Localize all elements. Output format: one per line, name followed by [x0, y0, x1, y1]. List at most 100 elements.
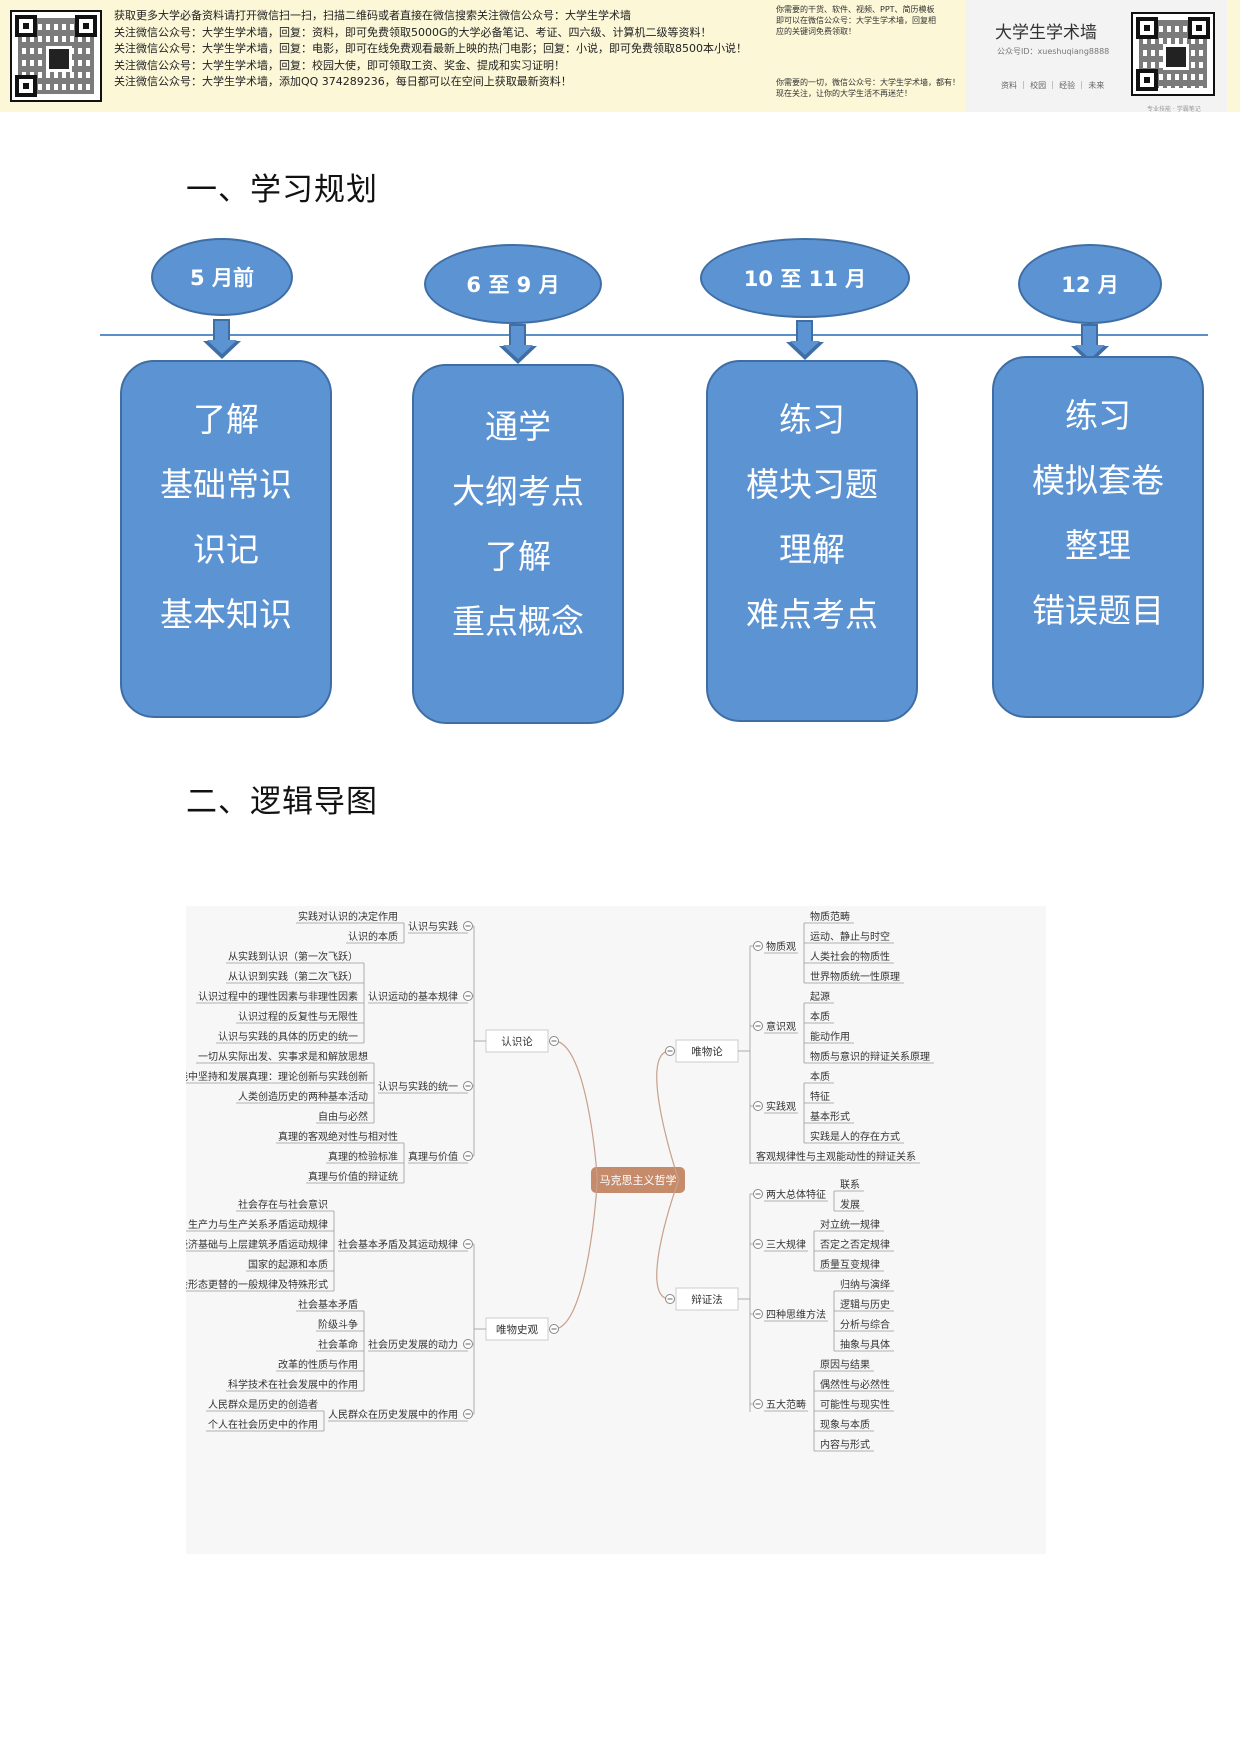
brand-footnote: 专业技能 · 学霸笔记 — [1147, 106, 1201, 113]
leaf-label: 认识与实践的具体的历史的统一 — [218, 1030, 358, 1043]
group-label: 真理与价值 — [408, 1150, 458, 1163]
stage-period: 12 月 — [1018, 244, 1162, 324]
stage-line: 重点概念 — [452, 602, 584, 641]
leaf-label: 认识过程中的理性因素与非理性因素 — [198, 990, 358, 1003]
brand-name: 大学生学术墙 — [995, 23, 1097, 43]
leaf-label: 从认识到实践（第二次飞跃） — [228, 970, 358, 983]
leaf-label: 能动作用 — [810, 1030, 850, 1043]
stage-line: 基础常识 — [160, 465, 292, 504]
banner-side-line: 现在关注，让你的大学生活不再迷茫！ — [776, 89, 912, 98]
group-label: 认识与实践 — [408, 920, 458, 933]
mindmap: 马克思主义哲学认识论认识与实践实践对认识的决定作用认识的本质认识运动的基本规律从… — [186, 906, 1046, 1554]
section-title-plan: 一、学习规划 — [186, 172, 378, 208]
leaf-label: 国家的起源和本质 — [248, 1258, 328, 1271]
stage-line: 难点考点 — [746, 595, 878, 634]
stage-period: 10 至 11 月 — [700, 238, 910, 318]
leaf-label: 从实践到认识（第一次飞跃） — [228, 950, 358, 963]
stage-line: 了解 — [193, 400, 259, 439]
leaf-label: 质量互变规律 — [820, 1258, 880, 1271]
leaf-label: 社会形态更替的一般规律及特殊形式 — [186, 1278, 328, 1291]
stage-line: 练习 — [1065, 396, 1131, 435]
leaf-label: 运动、静止与时空 — [810, 930, 890, 943]
branch-label: 辩证法 — [691, 1293, 723, 1306]
leaf-label: 特征 — [810, 1091, 830, 1103]
branch-connector — [656, 1050, 680, 1181]
leaf-label: 物质与意识的辩证关系原理 — [810, 1050, 930, 1063]
leaf-label: 对立统一规律 — [820, 1218, 880, 1231]
banner-line: 获取更多大学必备资料请打开微信扫一扫，扫描二维码或者直接在微信搜索关注微信公众号… — [114, 9, 631, 22]
leaf-label: 抽象与具体 — [840, 1338, 890, 1351]
stage-block: 通学 大纲考点 了解 重点概念 — [412, 364, 624, 724]
collapse-toggle-icon[interactable] — [463, 1239, 473, 1249]
group-label: 社会基本矛盾及其运动规律 — [338, 1238, 458, 1251]
collapse-toggle-icon[interactable] — [753, 1101, 763, 1111]
leaf-label: 人类创造历史的两种基本活动 — [238, 1090, 368, 1103]
leaf-label: 社会基本矛盾 — [298, 1298, 358, 1311]
banner-line: 关注微信公众号：大学生学术墙，回复：电影，即可在线免费观看最新上映的热门电影；回… — [114, 42, 747, 55]
group-label: 两大总体特征 — [766, 1188, 826, 1201]
stage-line: 识记 — [193, 530, 259, 569]
banner-line: 关注微信公众号：大学生学术墙，回复：校园大使，即可领取工资、奖金、提成和实习证明… — [114, 58, 565, 72]
stage-line: 整理 — [1065, 526, 1131, 565]
stage-block: 练习 模块习题 理解 难点考点 — [706, 360, 918, 722]
banner-line: 关注微信公众号：大学生学术墙，添加QQ 374289236，每日都可以在空间上获… — [114, 75, 572, 88]
leaf-label: 本质 — [810, 1070, 830, 1083]
brand-account-id: 公众号ID：xueshuqiang8888 — [997, 47, 1110, 56]
collapse-toggle-icon[interactable] — [753, 1239, 763, 1249]
collapse-toggle-icon[interactable] — [463, 921, 473, 931]
collapse-toggle-icon[interactable] — [463, 991, 473, 1001]
leaf-label: 真理的检验标准 — [328, 1150, 398, 1163]
leaf-label: 认识的本质 — [348, 930, 398, 943]
stage-line: 理解 — [779, 530, 845, 569]
collapse-toggle-icon[interactable] — [665, 1046, 675, 1056]
collapse-toggle-icon[interactable] — [549, 1036, 559, 1046]
leaf-label: 人类社会的物质性 — [810, 950, 890, 963]
group-label: 物质观 — [766, 940, 796, 953]
group-label: 实践观 — [766, 1100, 796, 1113]
timeline-line — [100, 334, 1208, 336]
top-banner: 获取更多大学必备资料请打开微信扫一扫，扫描二维码或者直接在微信搜索关注微信公众号… — [0, 0, 1240, 113]
leaf-label: 现象与本质 — [820, 1418, 870, 1431]
stage-period: 5 月前 — [151, 238, 293, 316]
collapse-toggle-icon[interactable] — [753, 1189, 763, 1199]
collapse-toggle-icon[interactable] — [463, 1081, 473, 1091]
stage-line: 模拟套卷 — [1032, 461, 1164, 500]
group-label: 四种思维方法 — [766, 1308, 826, 1321]
banner-side-line: 你需要的干货、软件、视频、PPT、简历模板 — [776, 5, 935, 14]
stage-line: 错误题目 — [1032, 591, 1164, 630]
collapse-toggle-icon[interactable] — [753, 1021, 763, 1031]
leaf-label: 否定之否定规律 — [820, 1238, 890, 1251]
leaf-label: 实践对认识的决定作用 — [298, 910, 398, 923]
collapse-toggle-icon[interactable] — [665, 1294, 675, 1304]
group-label: 认识与实践的统一 — [378, 1080, 458, 1093]
collapse-toggle-icon[interactable] — [463, 1339, 473, 1349]
stage-line: 了解 — [485, 537, 551, 576]
banner-text: 获取更多大学必备资料请打开微信扫一扫，扫描二维码或者直接在微信搜索关注微信公众号… — [114, 8, 774, 91]
collapse-toggle-icon[interactable] — [753, 1399, 763, 1409]
leaf-label: 真理的客观绝对性与相对性 — [278, 1130, 398, 1143]
leaf-label: 科学技术在社会发展中的作用 — [228, 1378, 358, 1391]
leaf-label: 在实践中坚持和发展真理：理论创新与实践创新 — [186, 1070, 368, 1083]
collapse-toggle-icon[interactable] — [463, 1409, 473, 1419]
study-plan-diagram: 5 月前 了解 基础常识 识记 基本知识 6 至 9 月 通学 大纲考点 了解 … — [0, 230, 1240, 730]
leaf-label: 起源 — [810, 990, 830, 1003]
leaf-label: 改革的性质与作用 — [278, 1358, 358, 1371]
group-label: 人民群众在历史发展中的作用 — [328, 1408, 458, 1421]
stage-block: 了解 基础常识 识记 基本知识 — [120, 360, 332, 718]
collapse-toggle-icon[interactable] — [463, 1151, 473, 1161]
collapse-toggle-icon[interactable] — [753, 1309, 763, 1319]
leaf-label: 自由与必然 — [318, 1110, 368, 1123]
leaf-label: 本质 — [810, 1010, 830, 1023]
leaf-label: 一切从实际出发、实事求是和解放思想 — [198, 1050, 368, 1063]
group-label: 意识观 — [766, 1020, 796, 1033]
leaf-label: 原因与结果 — [820, 1358, 870, 1371]
leaf-label: 真理与价值的辩证统 — [308, 1170, 398, 1183]
group-label: 三大规律 — [766, 1238, 806, 1251]
brand-menu: 资料 ｜ 校园 ｜ 经验 ｜ 未来 — [1001, 81, 1105, 90]
leaf-label: 经济基础与上层建筑矛盾运动规律 — [186, 1238, 328, 1251]
branch-connector — [656, 1179, 680, 1300]
collapse-toggle-icon[interactable] — [549, 1324, 559, 1334]
stage-line: 模块习题 — [746, 465, 878, 504]
collapse-toggle-icon[interactable] — [753, 941, 763, 951]
root-node — [591, 1167, 685, 1193]
